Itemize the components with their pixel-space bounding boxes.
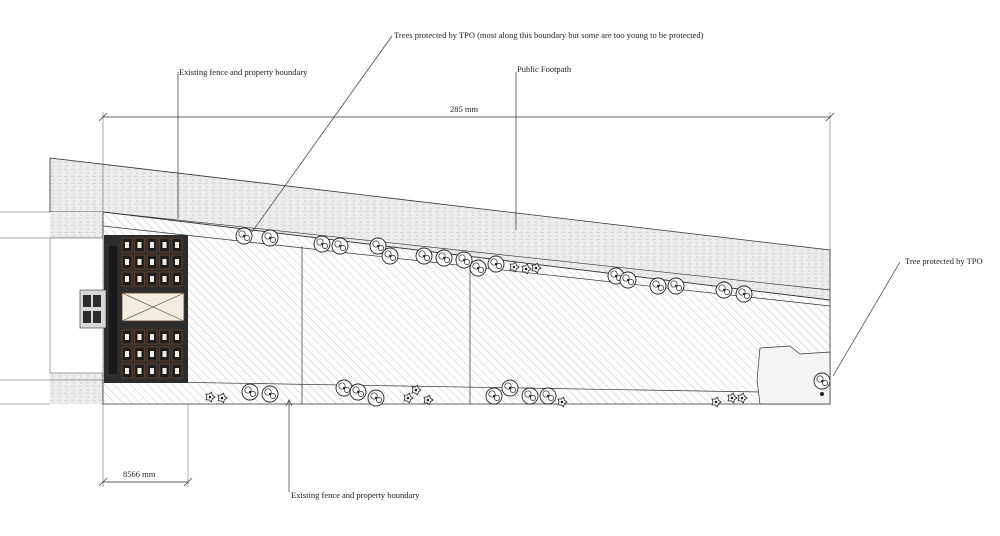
label-tpo-trees: Trees protected by TPO (most along this … — [394, 30, 704, 40]
tree-trunk-marker — [820, 392, 824, 396]
label-fence-bottom: Existing fence and property boundary — [291, 490, 420, 500]
tree-icon — [313, 235, 331, 253]
tree-icon — [415, 247, 433, 265]
tree-icon — [487, 255, 505, 273]
tree-icon — [735, 285, 753, 303]
tree-icon — [435, 249, 453, 267]
tree-icon — [539, 387, 557, 405]
tree-icon — [261, 385, 279, 403]
tree-icon — [813, 372, 831, 390]
label-tpo-tree: Tree protected by TPO — [905, 256, 983, 266]
tree-icon — [235, 227, 253, 245]
young-tree-icon — [205, 391, 216, 403]
tree-icon — [335, 379, 353, 397]
house-building — [79, 235, 188, 383]
young-tree-icon — [727, 392, 738, 404]
trees-group — [205, 227, 831, 408]
young-tree-icon — [403, 392, 414, 404]
bottom-boundary-line — [102, 380, 761, 393]
overall-dimension-label: 285 mm — [450, 104, 478, 114]
tree-icon — [367, 389, 385, 407]
label-public-footpath: Public Footpath — [517, 64, 572, 74]
tree-icon — [349, 383, 367, 401]
young-tree-icon — [509, 261, 520, 273]
young-tree-icon — [411, 384, 422, 396]
tree-icon — [261, 229, 279, 247]
tree-icon — [619, 271, 637, 289]
boundary-line-outer — [102, 211, 831, 291]
tree-icon — [501, 379, 519, 397]
rough-ground-patch — [756, 345, 831, 405]
tree-icon — [241, 383, 259, 401]
young-tree-icon — [737, 392, 748, 404]
young-tree-icon — [557, 396, 568, 408]
tree-icon — [521, 387, 539, 405]
tree-icon — [469, 259, 487, 277]
tree-icon — [485, 387, 503, 405]
building-dimension: 8566 mm — [98, 404, 193, 487]
tree-icon — [715, 281, 733, 299]
young-tree-icon — [217, 392, 228, 404]
tree-icon — [455, 251, 473, 269]
building-dimension-label: 8566 mm — [123, 469, 156, 479]
tree-icon — [381, 247, 399, 265]
overall-dimension: 285 mm — [98, 104, 835, 250]
leader-tpo-trees — [251, 35, 393, 233]
young-tree-icon — [423, 394, 434, 406]
tree-icon — [331, 237, 349, 255]
young-tree-icon — [531, 262, 542, 274]
tree-icon — [649, 277, 667, 295]
tree-icon — [369, 237, 387, 255]
tree-icon — [667, 277, 685, 295]
young-tree-icon — [711, 396, 722, 408]
label-fence-top: Existing fence and property boundary — [179, 67, 308, 77]
leader-tpo-tree — [832, 261, 901, 377]
young-tree-icon — [521, 263, 532, 275]
